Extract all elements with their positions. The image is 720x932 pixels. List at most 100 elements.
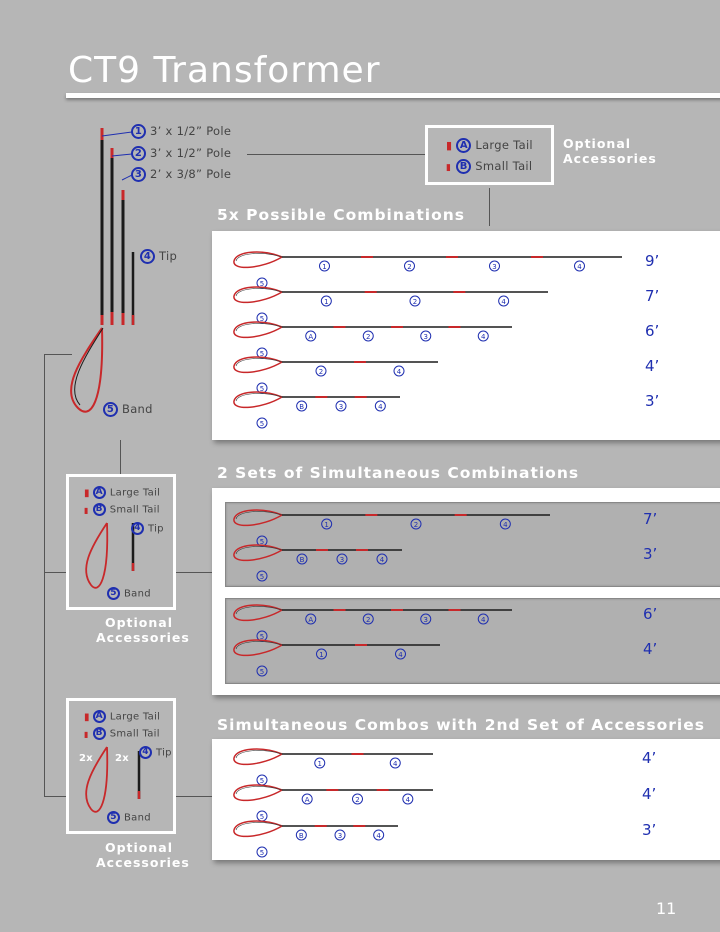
band-loop-shadow [235,606,283,615]
segment-marker-label: 4 [577,263,582,271]
band-loop [233,748,283,766]
segment-marker [305,330,317,342]
combo-length: 4’ [642,749,656,767]
segment-marker [335,400,347,412]
band-marker-label: 5 [260,350,264,358]
segment-marker-label: A [305,796,310,804]
band-loop-shadow [235,393,283,402]
combo-length: 9’ [645,252,659,270]
band-loop [233,639,283,657]
segment-marker [296,553,308,565]
band-loop-shadow [235,323,283,332]
segment-marker-label: B [299,832,304,840]
page-title: CT9 Transformer [68,50,381,91]
band-marker-label: 5 [260,385,264,393]
segment-marker [362,330,374,342]
band-loop-shadow [235,750,283,759]
band-marker [256,846,268,858]
segment-marker [393,365,405,377]
band-marker-label: 5 [260,777,264,785]
connector-line [247,154,425,155]
band-marker [256,312,268,324]
segment-marker [404,260,415,272]
band-loop-shadow [235,288,283,297]
tree-line [176,572,212,573]
segment-marker [321,518,333,530]
combo-length: 3’ [643,545,657,563]
tree-line [120,440,121,474]
parts-illustration [70,128,135,413]
band-loop-shadow [235,253,283,262]
band-loop-shadow [235,641,283,650]
band-marker [256,347,268,359]
band-marker [256,277,268,289]
combo-length: 6’ [645,322,659,340]
band-marker-label: 5 [260,538,264,546]
tip-multiplier: 2x [115,753,130,764]
tree-line-vertical [44,354,45,797]
band-loop [233,509,283,527]
segment-marker-label: 4 [380,556,385,564]
segment-marker-label: 3 [340,556,344,564]
band-loop [233,321,283,339]
segment-marker-label: 1 [324,298,328,306]
segment-marker [314,757,326,769]
segment-marker [410,518,422,530]
section-heading-1: 5x Possible Combinations [217,206,465,224]
band-loop-shadow [235,822,283,831]
segment-marker-label: 2 [413,298,417,306]
band-loop [233,391,283,409]
accessories-caption-2: Optional Accessories [96,840,190,870]
segment-marker [336,553,348,565]
segment-marker [374,400,386,412]
band-loop [233,251,283,269]
tail-icon: ▮ [84,729,89,739]
segment-marker-label: 4 [398,651,403,659]
segment-marker-label: 2 [407,263,411,271]
segment-marker-label: 4 [501,298,506,306]
segment-marker-label: 2 [366,616,370,624]
segment-marker-label: 1 [322,263,326,271]
accessories-caption-1: Optional Accessories [96,615,190,645]
segment-marker-label: 1 [318,760,322,768]
segment-marker-label: 4 [503,521,508,529]
segment-marker-label: A [308,333,313,341]
combo-length: 4’ [643,640,657,658]
tail-icon: ▮ [84,505,89,515]
combo-length: 6’ [643,605,657,623]
segment-marker-label: 4 [393,760,398,768]
tail-icon: ▮ [446,163,452,173]
segment-marker [489,260,500,272]
segment-marker [420,613,432,625]
band-loop-shadow [235,358,283,367]
tree-line [44,796,66,797]
segment-marker-label: 2 [366,333,370,341]
segment-marker-label: 4 [481,333,486,341]
segment-marker-label: 3 [338,832,342,840]
segment-marker [316,648,327,660]
segment-marker [352,793,363,805]
segment-marker-label: A [308,616,313,624]
band-loop [233,286,283,304]
segment-marker [362,613,374,625]
segment-marker [305,613,317,625]
band-marker [256,570,268,582]
segment-marker [498,295,510,307]
segment-marker [574,260,585,272]
segment-marker [499,518,511,530]
segment-marker [477,330,489,342]
segment-marker [395,648,406,660]
band-marker-label: 5 [260,668,264,676]
combo-length: 4’ [645,357,659,375]
